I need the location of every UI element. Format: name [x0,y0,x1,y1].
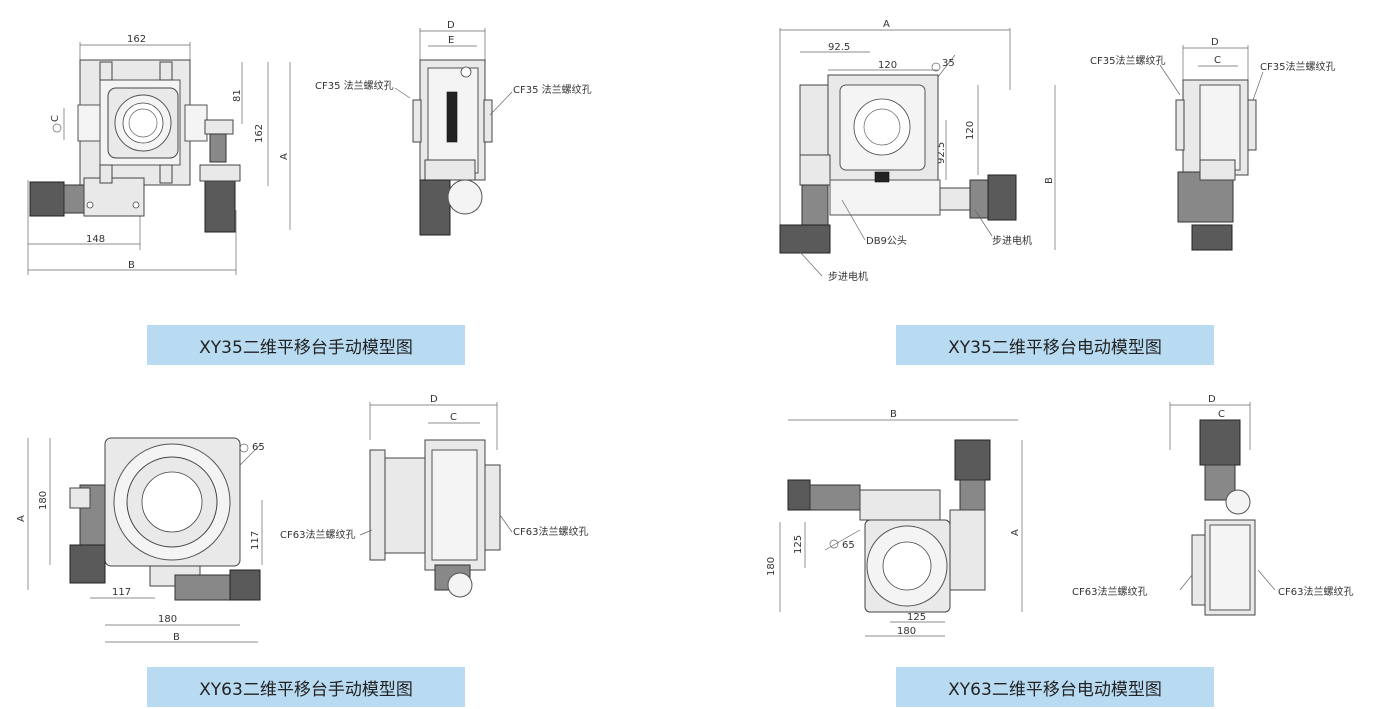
caption-xy63-manual: XY63二维平移台手动模型图 [147,667,465,707]
diameter-symbol [931,62,941,72]
xy35-manual-top-view [29,59,241,233]
xy63-motorized-side-view: D C CF63法兰螺纹孔 CF63法兰螺纹孔 [1072,394,1353,616]
dim-a: A [279,153,290,160]
xy35-motorized-top-view [779,74,1017,254]
dim-180-bottom: 180 [897,626,916,637]
dim-125-left: 125 [793,535,804,554]
xy35-manual-drawing: 162 162 81 C A 148 B D E [27,20,592,275]
xy63-manual-panel: A 180 65 117 117 180 B D C CF63法兰螺纹孔 [0,390,660,709]
dim-180-left: 180 [38,491,49,510]
xy63-motorized-panel: B 65 180 125 A 125 180 D C CF63法兰螺纹孔 CF6 [760,390,1377,709]
dim-b: B [890,409,897,420]
dim-120-top: 120 [878,60,897,71]
callout-cf35-left: CF35 法兰螺纹孔 [315,79,394,92]
dim-120-right: 120 [965,121,976,140]
dim-a: A [16,515,27,522]
dim-162-right: 162 [254,124,265,143]
dim-c: C [450,412,457,423]
callout-cf35-right: CF35法兰螺纹孔 [1260,60,1335,73]
xy63-manual-side-view: D C CF63法兰螺纹孔 CF63法兰螺纹孔 [280,394,588,598]
dim-65-dia: 65 [252,442,265,453]
dim-b: B [128,260,135,271]
dim-117-bottom: 117 [112,587,131,598]
dim-c: C [1218,409,1225,420]
xy63-manual-top-view [69,437,261,601]
dim-65-dia: 65 [842,540,855,551]
dim-81: 81 [232,89,243,102]
diameter-symbol [239,443,249,453]
dim-a: A [1010,529,1021,536]
diameter-symbol [52,123,62,133]
dim-180-bottom: 180 [158,614,177,625]
dim-35-dia: 35 [942,58,955,69]
callout-cf63-right: CF63法兰螺纹孔 [1278,585,1353,598]
caption-xy35-manual: XY35二维平移台手动模型图 [147,325,465,365]
callout-db9: DB9公头 [866,235,907,247]
dim-162-top: 162 [127,34,146,45]
diameter-symbol [829,539,839,549]
dim-d: D [1208,394,1216,405]
dim-125-bottom: 125 [907,612,926,623]
dim-d: D [430,394,438,405]
dim-d: D [1211,37,1219,48]
dim-a: A [883,19,890,30]
callout-cf35-left: CF35法兰螺纹孔 [1090,54,1165,67]
dim-92-5-top: 92.5 [828,42,850,53]
dim-c-left: C [50,115,61,122]
callout-stepper-right: 步进电机 [992,234,1032,247]
xy35-motorized-panel: A 92.5 120 35 120 92.5 B DB9公头 步进电机 步进电机… [760,0,1377,370]
xy35-manual-side-view: D E CF35 法兰螺纹孔 CF35 法兰螺纹孔 [315,20,592,236]
xy63-manual-drawing: A 180 65 117 117 180 B D C CF63法兰螺纹孔 [16,394,588,643]
dim-c: C [1214,55,1221,66]
xy35-motorized-drawing: A 92.5 120 35 120 92.5 B DB9公头 步进电机 步进电机… [779,19,1335,283]
dim-b: B [173,632,180,643]
dim-180-left: 180 [766,557,777,576]
callout-cf63-right: CF63法兰螺纹孔 [513,525,588,538]
callout-cf35-right: CF35 法兰螺纹孔 [513,83,592,96]
dim-148: 148 [86,234,105,245]
callout-cf63-left: CF63法兰螺纹孔 [280,528,355,541]
dim-d: D [447,20,455,31]
callout-cf63-left: CF63法兰螺纹孔 [1072,585,1147,598]
dim-b: B [1044,177,1055,184]
xy63-motorized-top-view [787,439,991,613]
dim-92-5-right: 92.5 [936,142,947,164]
xy35-manual-panel: 162 162 81 C A 148 B D E [0,0,660,370]
xy35-motorized-side-view: D C CF35法兰螺纹孔 CF35法兰螺纹孔 [1090,37,1335,251]
caption-xy35-motorized: XY35二维平移台电动模型图 [896,325,1214,365]
caption-xy63-motorized: XY63二维平移台电动模型图 [896,667,1214,707]
callout-stepper-bottom: 步进电机 [828,270,868,283]
dim-117-right: 117 [250,531,261,550]
xy63-motorized-drawing: B 65 180 125 A 125 180 D C CF63法兰螺纹孔 CF6 [766,394,1353,637]
dim-e: E [448,35,454,46]
